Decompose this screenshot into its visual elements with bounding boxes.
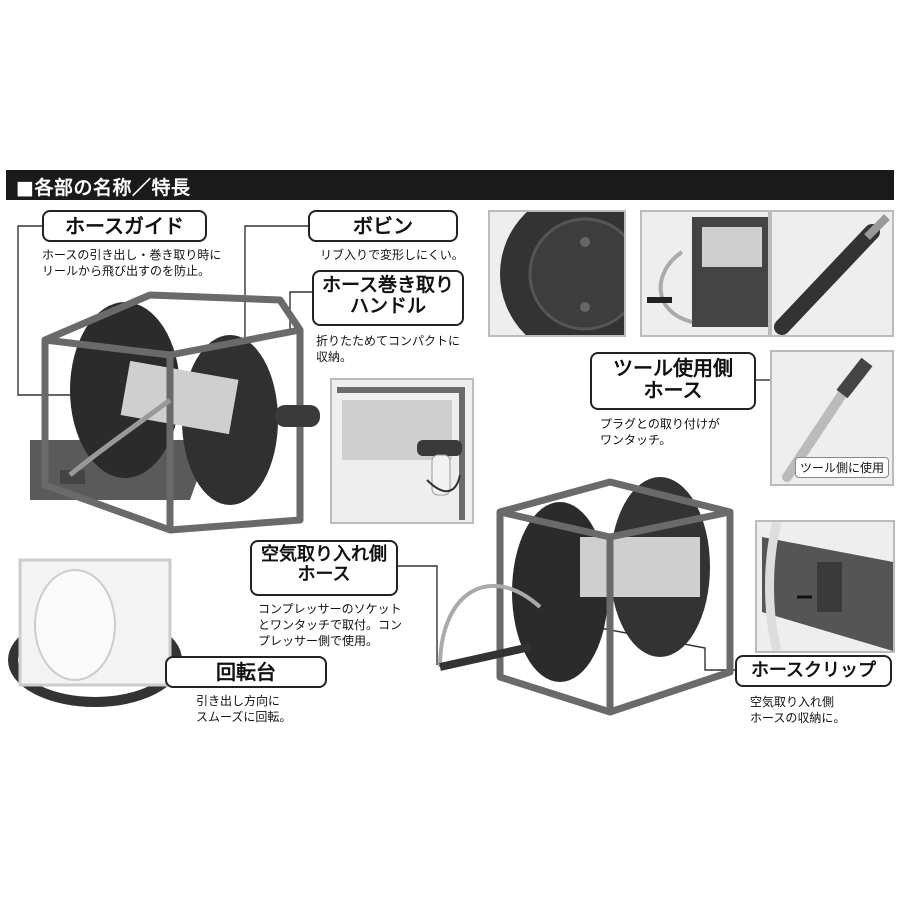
desc-turntable: 引き出し方向に スムーズに回転。 — [196, 694, 292, 725]
desc-air-intake-hose: コンプレッサーのソケット とワンタッチで取付。コン プレッサー側で使用。 — [258, 602, 403, 649]
label-tool-hose: ツール使用側 ホース — [590, 352, 756, 410]
section-header: ■各部の名称／特長 — [6, 170, 894, 200]
label-hose-guide: ホースガイド — [42, 210, 207, 242]
desc-hose-guide: ホースの引き出し・巻き取り時に リールから飛び出すのを防止。 — [42, 248, 222, 279]
tool-side-tag: ツール側に使用 — [794, 457, 889, 478]
desc-tool-hose: プラグとの取り付けが ワンタッチ。 — [600, 417, 720, 448]
section-title: ■各部の名称／特長 — [16, 177, 191, 199]
hose-reel-illustration — [30, 291, 320, 534]
hose-clip-photo — [755, 520, 895, 653]
label-handle: ホース巻き取り ハンドル — [312, 270, 464, 326]
turntable-illustration — [8, 558, 182, 707]
bobbin-photo — [488, 210, 626, 337]
label-air-intake-hose: 空気取り入れ側 ホース — [250, 540, 398, 596]
reel-with-hose-illustration — [438, 477, 734, 716]
label-turntable: 回転台 — [165, 656, 327, 688]
plug-photo — [770, 210, 894, 337]
label-hose-clip: ホースクリップ — [735, 655, 892, 687]
desc-bobbin: リブ入りで変形しにくい。 — [320, 248, 464, 262]
tool-side-photo: ツール側に使用 — [770, 350, 894, 486]
handle-photo — [330, 378, 474, 524]
tool-hose-reel-photo — [640, 210, 770, 337]
desc-hose-clip: 空気取り入れ側 ホースの収納に。 — [750, 695, 846, 726]
desc-handle: 折りたためてコンパクトに 収納。 — [316, 334, 461, 365]
label-bobbin: ボビン — [308, 210, 458, 242]
